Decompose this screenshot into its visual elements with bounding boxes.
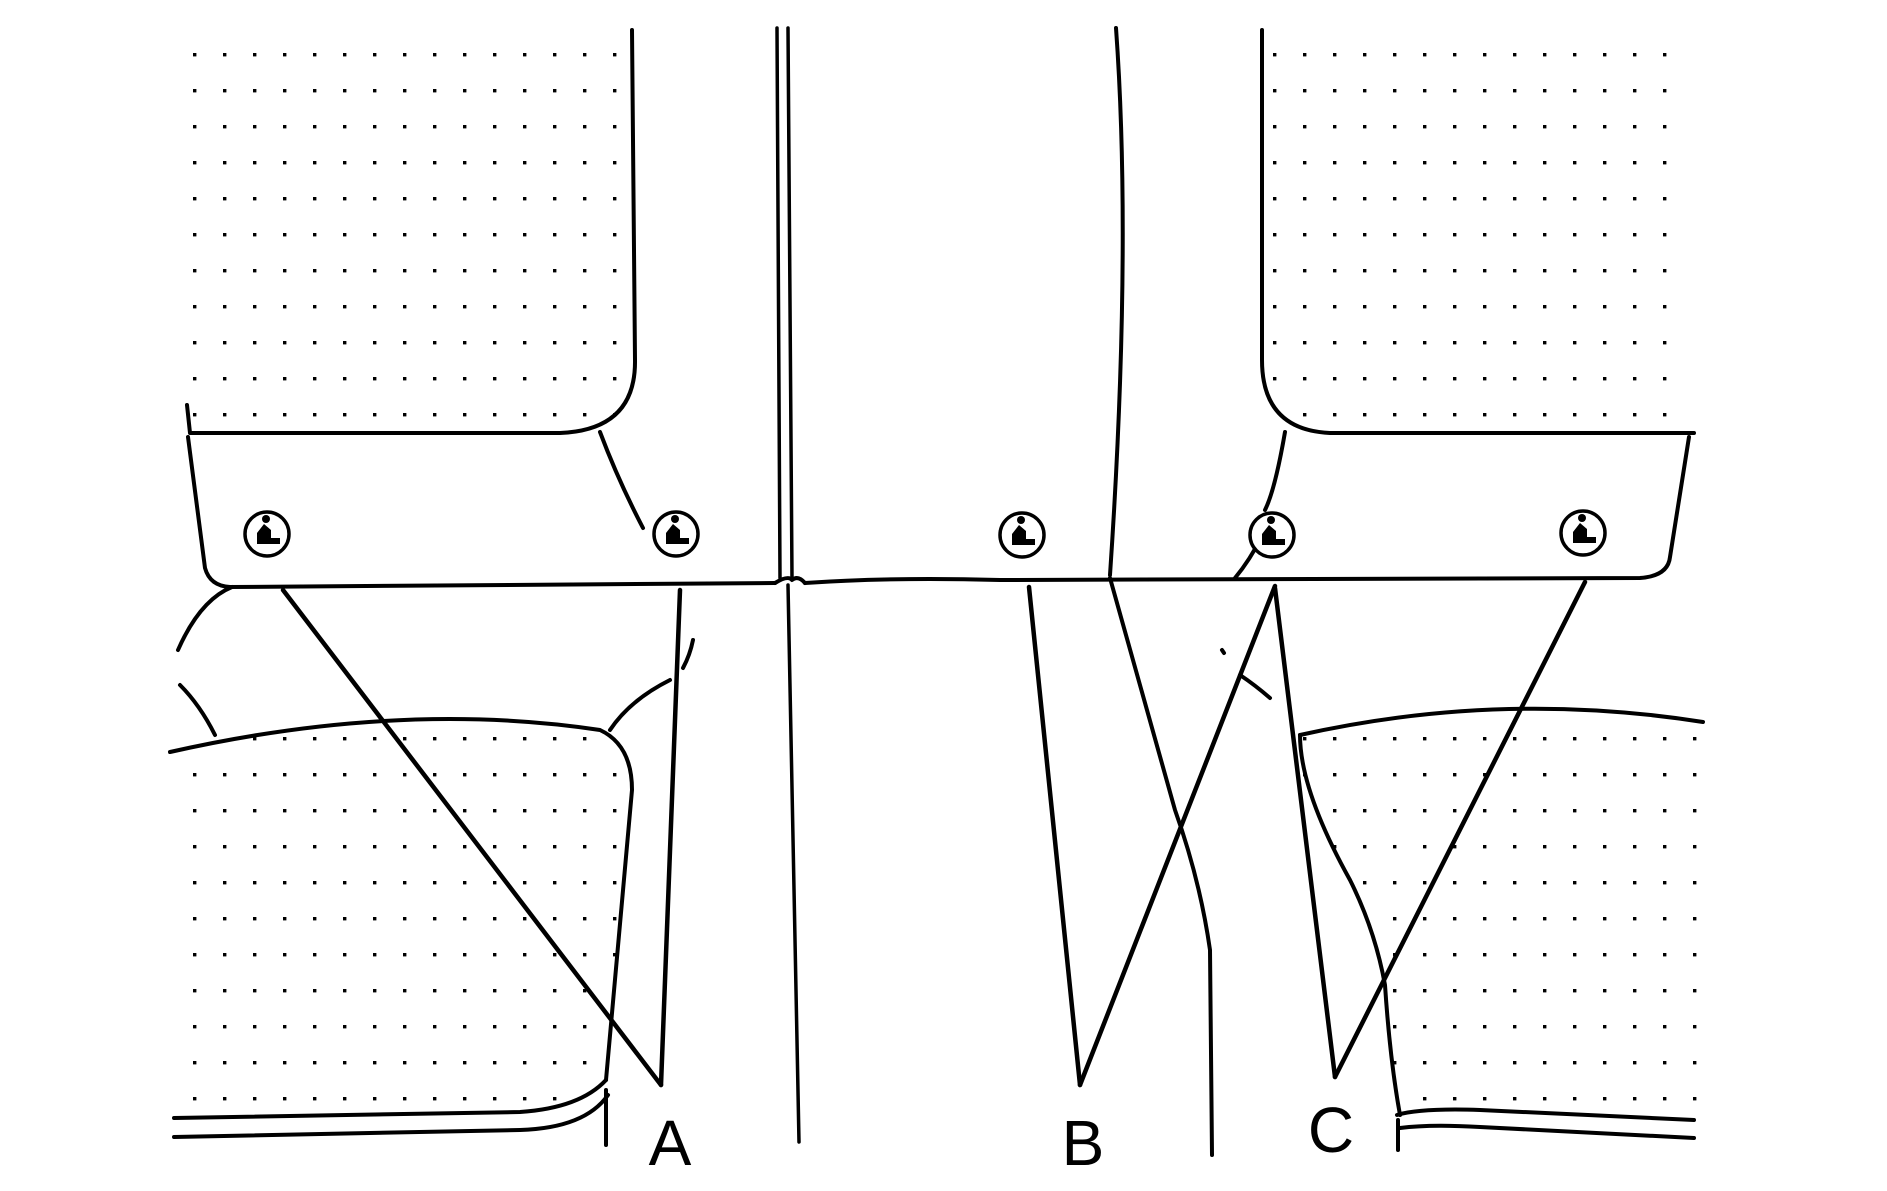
callout-b-lines bbox=[1026, 583, 1278, 1088]
label-c: C bbox=[1308, 1094, 1354, 1166]
right-seatback-texture bbox=[1262, 30, 1690, 432]
anchor-left-inner bbox=[652, 510, 700, 558]
callout-a-lines bbox=[280, 587, 683, 1088]
callout-c-lines bbox=[1272, 579, 1588, 1080]
anchor-right-outer bbox=[1559, 509, 1607, 557]
right-cushion-texture bbox=[1300, 708, 1700, 1120]
right-seatback bbox=[1260, 28, 1696, 435]
right-seat-cushion bbox=[1108, 576, 1705, 1157]
left-seatback-texture bbox=[188, 30, 632, 432]
left-cushion-texture bbox=[174, 719, 632, 1120]
anchor-left-outer bbox=[243, 510, 291, 558]
left-seatback bbox=[185, 28, 638, 435]
anchor-center-left bbox=[998, 511, 1046, 559]
label-b: B bbox=[1062, 1107, 1105, 1179]
left-seat-cushion bbox=[168, 585, 695, 1147]
anchor-trim-strip bbox=[186, 430, 1691, 589]
label-a: A bbox=[649, 1107, 692, 1179]
anchor-center-right bbox=[1248, 511, 1296, 559]
center-divider bbox=[775, 26, 1125, 1144]
